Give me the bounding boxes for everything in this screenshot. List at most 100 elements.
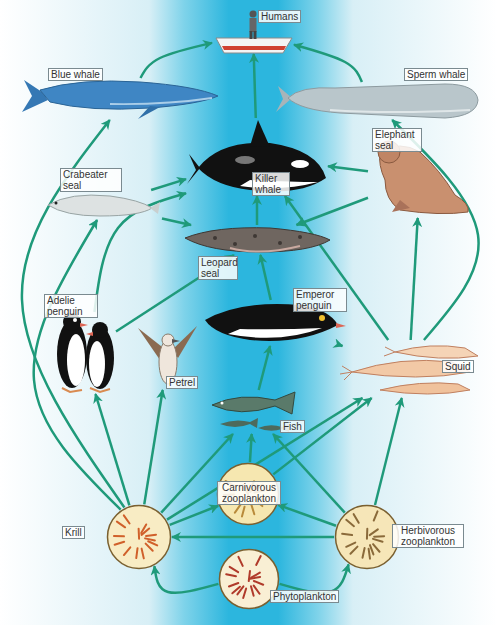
- node-label: Blue whale: [48, 68, 103, 81]
- node-label: Herbivorous zooplankton: [392, 524, 464, 548]
- feeding-arrow: [154, 566, 218, 593]
- node-label: Emperor penguin: [293, 288, 347, 312]
- plankton-organism: [136, 548, 137, 558]
- node-label: Humans: [258, 10, 301, 23]
- plankton-organism: [235, 504, 241, 512]
- feeding-arrow: [254, 54, 256, 118]
- blue-whale-illustration: [22, 80, 218, 119]
- feeding-arrow: [328, 166, 368, 171]
- plankton-organism: [146, 535, 156, 536]
- feeding-arrow: [151, 179, 186, 190]
- consumer-node: Crabeater seal: [44, 190, 162, 220]
- circle-outline: [336, 506, 399, 569]
- plankton-organism: [374, 535, 384, 537]
- consumer-node: Adelie penguin: [50, 312, 116, 394]
- feeding-arrow: [172, 536, 334, 539]
- plankton-circle: Krill: [106, 504, 172, 570]
- feeding-arrow: [140, 43, 212, 78]
- consumer-node: Sperm whale: [276, 82, 480, 120]
- consumer-node: Fish: [208, 390, 298, 434]
- plankton-organism: [138, 529, 140, 539]
- plankton-organism: [243, 588, 246, 598]
- feeding-arrow: [95, 394, 129, 505]
- consumer-node: Killer whale: [186, 118, 328, 196]
- plankton-organism: [346, 543, 355, 547]
- feeding-arrow: [256, 196, 259, 225]
- plankton-organism: [251, 505, 254, 515]
- feeding-arrow: [411, 218, 418, 340]
- plankton-organism: [142, 549, 144, 559]
- plankton-organism: [354, 514, 359, 523]
- node-label: Petrel: [166, 376, 198, 389]
- feeding-arrow: [278, 505, 336, 526]
- squid-illustration: [340, 346, 478, 394]
- plankton-circle: Carnivorous zooplankton: [216, 462, 280, 526]
- feeding-arrow: [170, 506, 219, 525]
- plankton-organism: [373, 539, 383, 542]
- feeding-arrow: [259, 346, 270, 390]
- plankton-organism: [254, 581, 263, 585]
- node-label: Krill: [62, 526, 85, 539]
- plankton-organism: [374, 511, 378, 520]
- plankton-organism: [146, 544, 153, 551]
- node-label: Leopard seal: [198, 256, 238, 280]
- plankton-organism: [117, 522, 125, 528]
- consumer-node: Petrel: [136, 324, 200, 390]
- node-label: Adelie penguin: [44, 294, 98, 318]
- plankton-circle: Herbivorous zooplankton: [334, 504, 400, 570]
- plankton-organism: [124, 515, 130, 523]
- node-label: Squid: [442, 360, 474, 373]
- circle-outline: [108, 506, 171, 569]
- plankton-organism: [124, 547, 130, 555]
- consumer-node: Humans: [212, 8, 294, 54]
- plankton-organism: [256, 556, 261, 565]
- feeding-arrow: [375, 398, 402, 505]
- plankton-organism: [230, 567, 238, 572]
- plankton-organism: [148, 541, 157, 545]
- plankton-circle: Phytoplankton: [218, 548, 280, 610]
- consumer-node: Emperor penguin: [203, 300, 349, 346]
- leopard-seal-illustration: [185, 228, 330, 252]
- consumer-node: Blue whale: [20, 78, 220, 120]
- consumer-node: Squid: [338, 340, 480, 398]
- plankton-organism: [370, 545, 373, 554]
- adelie-penguin-illustration: [57, 313, 114, 392]
- node-label: Phytoplankton: [270, 590, 339, 603]
- feeding-arrow: [144, 390, 162, 504]
- feeding-arrow: [22, 120, 124, 507]
- plankton-organism: [254, 586, 260, 594]
- consumer-node: Leopard seal: [182, 225, 332, 255]
- sperm-whale-illustration: [276, 84, 478, 118]
- plankton-organism: [226, 574, 236, 576]
- node-label: Crabeater seal: [60, 168, 122, 192]
- plankton-organism: [115, 542, 125, 545]
- consumer-node: Elephant seal: [368, 138, 472, 218]
- node-label: Killer whale: [252, 172, 290, 196]
- node-label: Sperm whale: [404, 68, 468, 81]
- feeding-arrow: [167, 398, 362, 520]
- feeding-arrow: [34, 220, 121, 510]
- plankton-organism: [237, 586, 243, 594]
- feeding-arrow: [280, 564, 349, 593]
- plankton-organism: [251, 586, 254, 596]
- feeding-arrow: [338, 344, 343, 346]
- plankton-organism: [370, 529, 378, 535]
- crabeater-seal-illustration: [48, 195, 160, 216]
- plankton-organism: [366, 529, 368, 539]
- node-label: Elephant seal: [372, 128, 422, 152]
- plankton-organism: [142, 528, 150, 534]
- plankton-organism: [369, 549, 370, 559]
- plankton-organism: [350, 547, 357, 554]
- feeding-arrow: [162, 218, 191, 225]
- node-label: Fish: [280, 420, 305, 433]
- plankton-outline: [106, 504, 172, 570]
- plankton-outline: [334, 504, 400, 570]
- plankton-organism: [114, 535, 124, 537]
- plankton-organism: [229, 583, 238, 586]
- feeding-arrow: [250, 434, 252, 462]
- plankton-organism: [145, 538, 155, 540]
- feeding-arrow: [296, 198, 368, 225]
- node-label: Carnivorous zooplankton: [217, 481, 281, 505]
- plankton-organism: [250, 577, 260, 579]
